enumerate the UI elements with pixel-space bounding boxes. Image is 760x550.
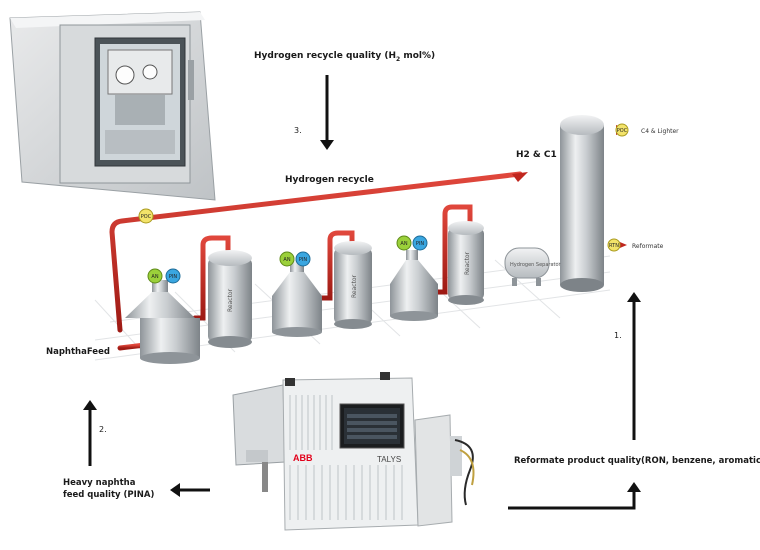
- reactor-1: [208, 250, 252, 348]
- tag-pin-2: PIN: [295, 251, 311, 267]
- arrow-reformate-head: [627, 482, 641, 492]
- tag-pin-1: PIN: [165, 268, 181, 284]
- tag-an-1: AN: [147, 268, 163, 284]
- svg-text:AN: AN: [283, 257, 290, 263]
- step-1-label: 1.: [614, 331, 622, 340]
- recycle-arrow-head: [512, 172, 528, 182]
- reactor-1-text: Reactor: [227, 288, 234, 312]
- reactor-3-text: Reactor: [464, 251, 471, 275]
- tag-poc-c4: POC: [615, 123, 629, 137]
- c4-lighter-label: C4 & Lighter: [641, 128, 679, 135]
- heater-3: [390, 250, 438, 321]
- tag-an-2: AN: [279, 251, 295, 267]
- abb-logo: ABB: [293, 453, 313, 463]
- arrow-3-head: [320, 140, 334, 150]
- svg-text:PIN: PIN: [416, 241, 424, 247]
- svg-text:PIN: PIN: [169, 274, 177, 280]
- separator-text: Hydrogen Separator: [510, 262, 562, 268]
- analyzer-cabinet: [9, 11, 216, 201]
- heavy-naphtha-line-2: feed quality (PINA): [63, 490, 155, 500]
- reactor-2: [334, 241, 372, 329]
- talys-wordmark: TALYS: [377, 455, 401, 464]
- heater-1: [125, 280, 200, 364]
- reactor-2-text: Reactor: [351, 274, 358, 298]
- svg-text:PIN: PIN: [299, 257, 307, 263]
- annotation-arrows: [88, 75, 636, 510]
- hydrogen-recycle-quality-label: Hydrogen recycle quality (H2 mol%): [254, 51, 435, 63]
- arrow-pina-head: [170, 483, 180, 497]
- tag-poc-recycle: POC: [138, 208, 154, 224]
- hydrogen-recycle-label: Hydrogen recycle: [285, 175, 374, 185]
- hydrogen-recycle-pipe: [109, 171, 523, 333]
- heater-2: [272, 260, 322, 337]
- reformate-label: Reformate: [632, 243, 664, 250]
- heavy-naphtha-line-1: Heavy naphtha: [63, 478, 136, 488]
- h2-c1-label: H2 & C1: [516, 150, 557, 160]
- arrow-2-head: [83, 400, 97, 410]
- hrq-tail: mol%): [400, 51, 436, 61]
- tag-ron-reformate: RTN: [607, 238, 621, 252]
- tag-pin-3: PIN: [412, 235, 428, 251]
- stabilizer-column: [560, 115, 604, 292]
- hrq-text: Hydrogen recycle quality (H: [254, 51, 396, 61]
- step-2-label: 2.: [99, 425, 107, 434]
- step-3-label: 3.: [294, 126, 302, 135]
- talys-analyzer: ABB TALYS: [232, 372, 475, 531]
- hrq-subscript: 2: [396, 55, 401, 63]
- arrow-1-head: [627, 292, 641, 302]
- svg-text:AN: AN: [151, 274, 158, 280]
- naphtha-feed-label: NaphthaFeed: [46, 347, 110, 357]
- reformate-quality-label: Reformate product quality(RON, benzene, …: [514, 456, 760, 466]
- hydrogen-separator: [504, 247, 550, 286]
- svg-text:RTN: RTN: [609, 243, 619, 249]
- svg-text:AN: AN: [400, 241, 407, 247]
- svg-text:POC: POC: [617, 128, 628, 134]
- tag-an-3: AN: [396, 235, 412, 251]
- svg-text:POC: POC: [141, 214, 152, 220]
- reactor-3: [448, 221, 484, 305]
